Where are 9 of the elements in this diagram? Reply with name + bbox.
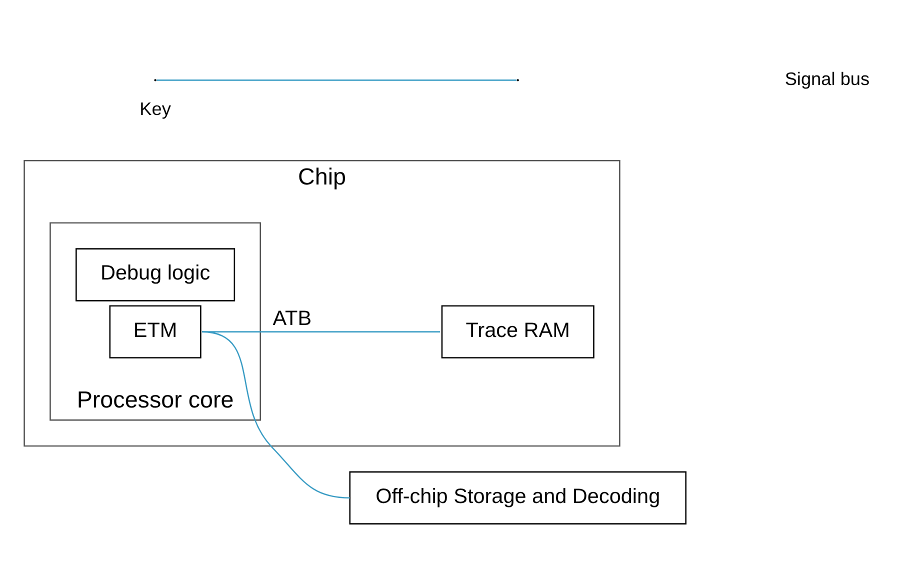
- connector: [202, 331, 440, 332]
- node-box: Debug logic: [76, 248, 236, 302]
- legend-label: Signal bus: [784, 68, 870, 89]
- node-box: Off-chip Storage and Decoding: [349, 471, 686, 524]
- node-box: ETM: [109, 305, 202, 358]
- edge-label: ATB: [272, 307, 312, 330]
- node-box: Trace RAM: [441, 305, 594, 358]
- connector: [202, 331, 350, 499]
- label: Key: [140, 98, 171, 119]
